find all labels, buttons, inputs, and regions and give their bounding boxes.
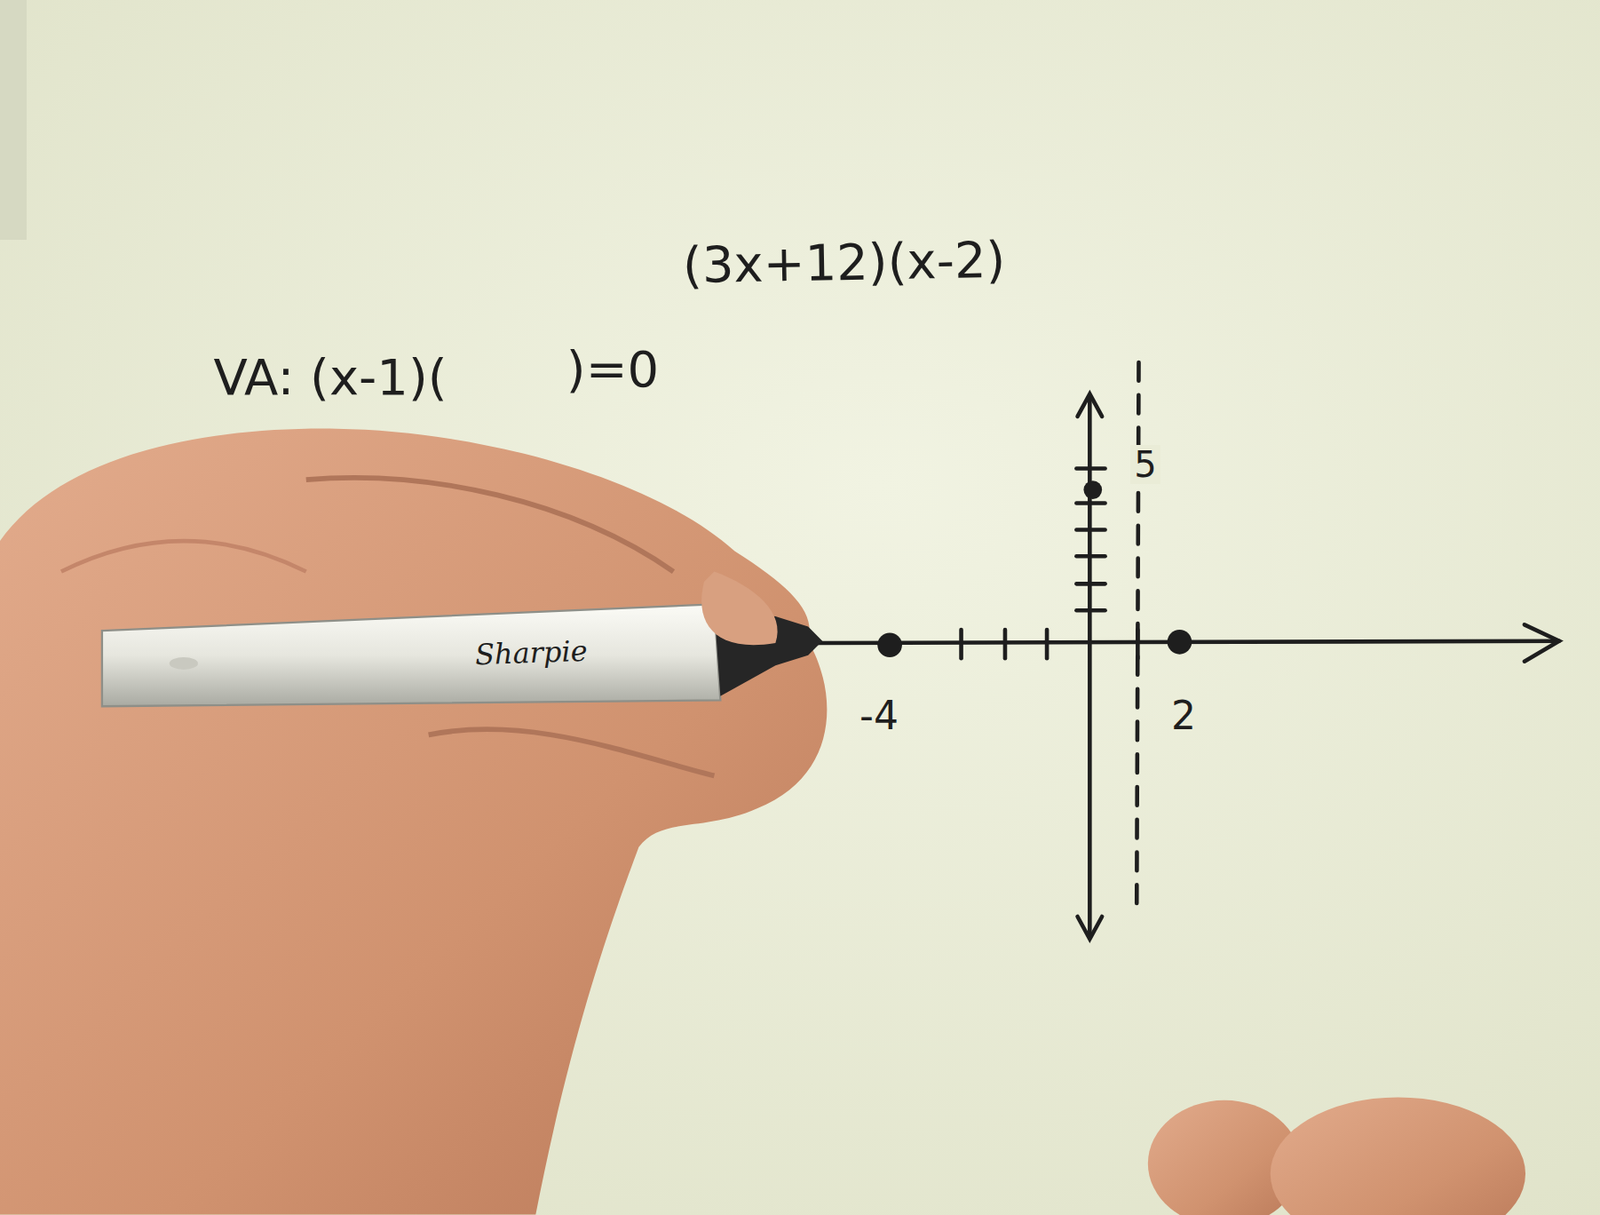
axis-arrow [1077,916,1103,939]
brand-text: Sharpie [470,634,592,672]
tick-mark [1076,581,1105,587]
knuckle-line [428,728,715,776]
tick-mark [1076,527,1105,532]
equation-text: (3x+12)(x-2) [679,233,1010,293]
equation-text: VA: (x-1)( [209,350,451,404]
intercept-dot [1083,480,1102,500]
tick-mark [958,629,964,658]
marker-barrel [102,603,721,706]
tick-mark [1003,629,1008,658]
intercept-dot [877,633,903,658]
y-axis [1087,396,1093,937]
tick-mark [1076,500,1105,506]
knuckle-line [306,477,674,572]
paper-edge [0,0,27,240]
fingertip [701,571,777,646]
axis-arrow [1077,394,1103,417]
tick-mark [1076,608,1105,613]
hand [0,428,827,1215]
knuckle-line [61,540,307,571]
axis-value: 5 [1130,444,1160,484]
tick-mark [1076,554,1105,559]
finger [1270,1096,1526,1215]
axis-arrow [1524,624,1560,661]
axis-value: -4 [855,694,903,737]
equation-text: )=0 [562,342,663,397]
intercept-dot [1167,629,1193,655]
marker-mark [169,657,199,670]
tick-mark [1135,629,1141,658]
axis-value: 2 [1167,694,1200,737]
tick-mark [1076,466,1105,471]
tick-mark [1045,629,1050,658]
